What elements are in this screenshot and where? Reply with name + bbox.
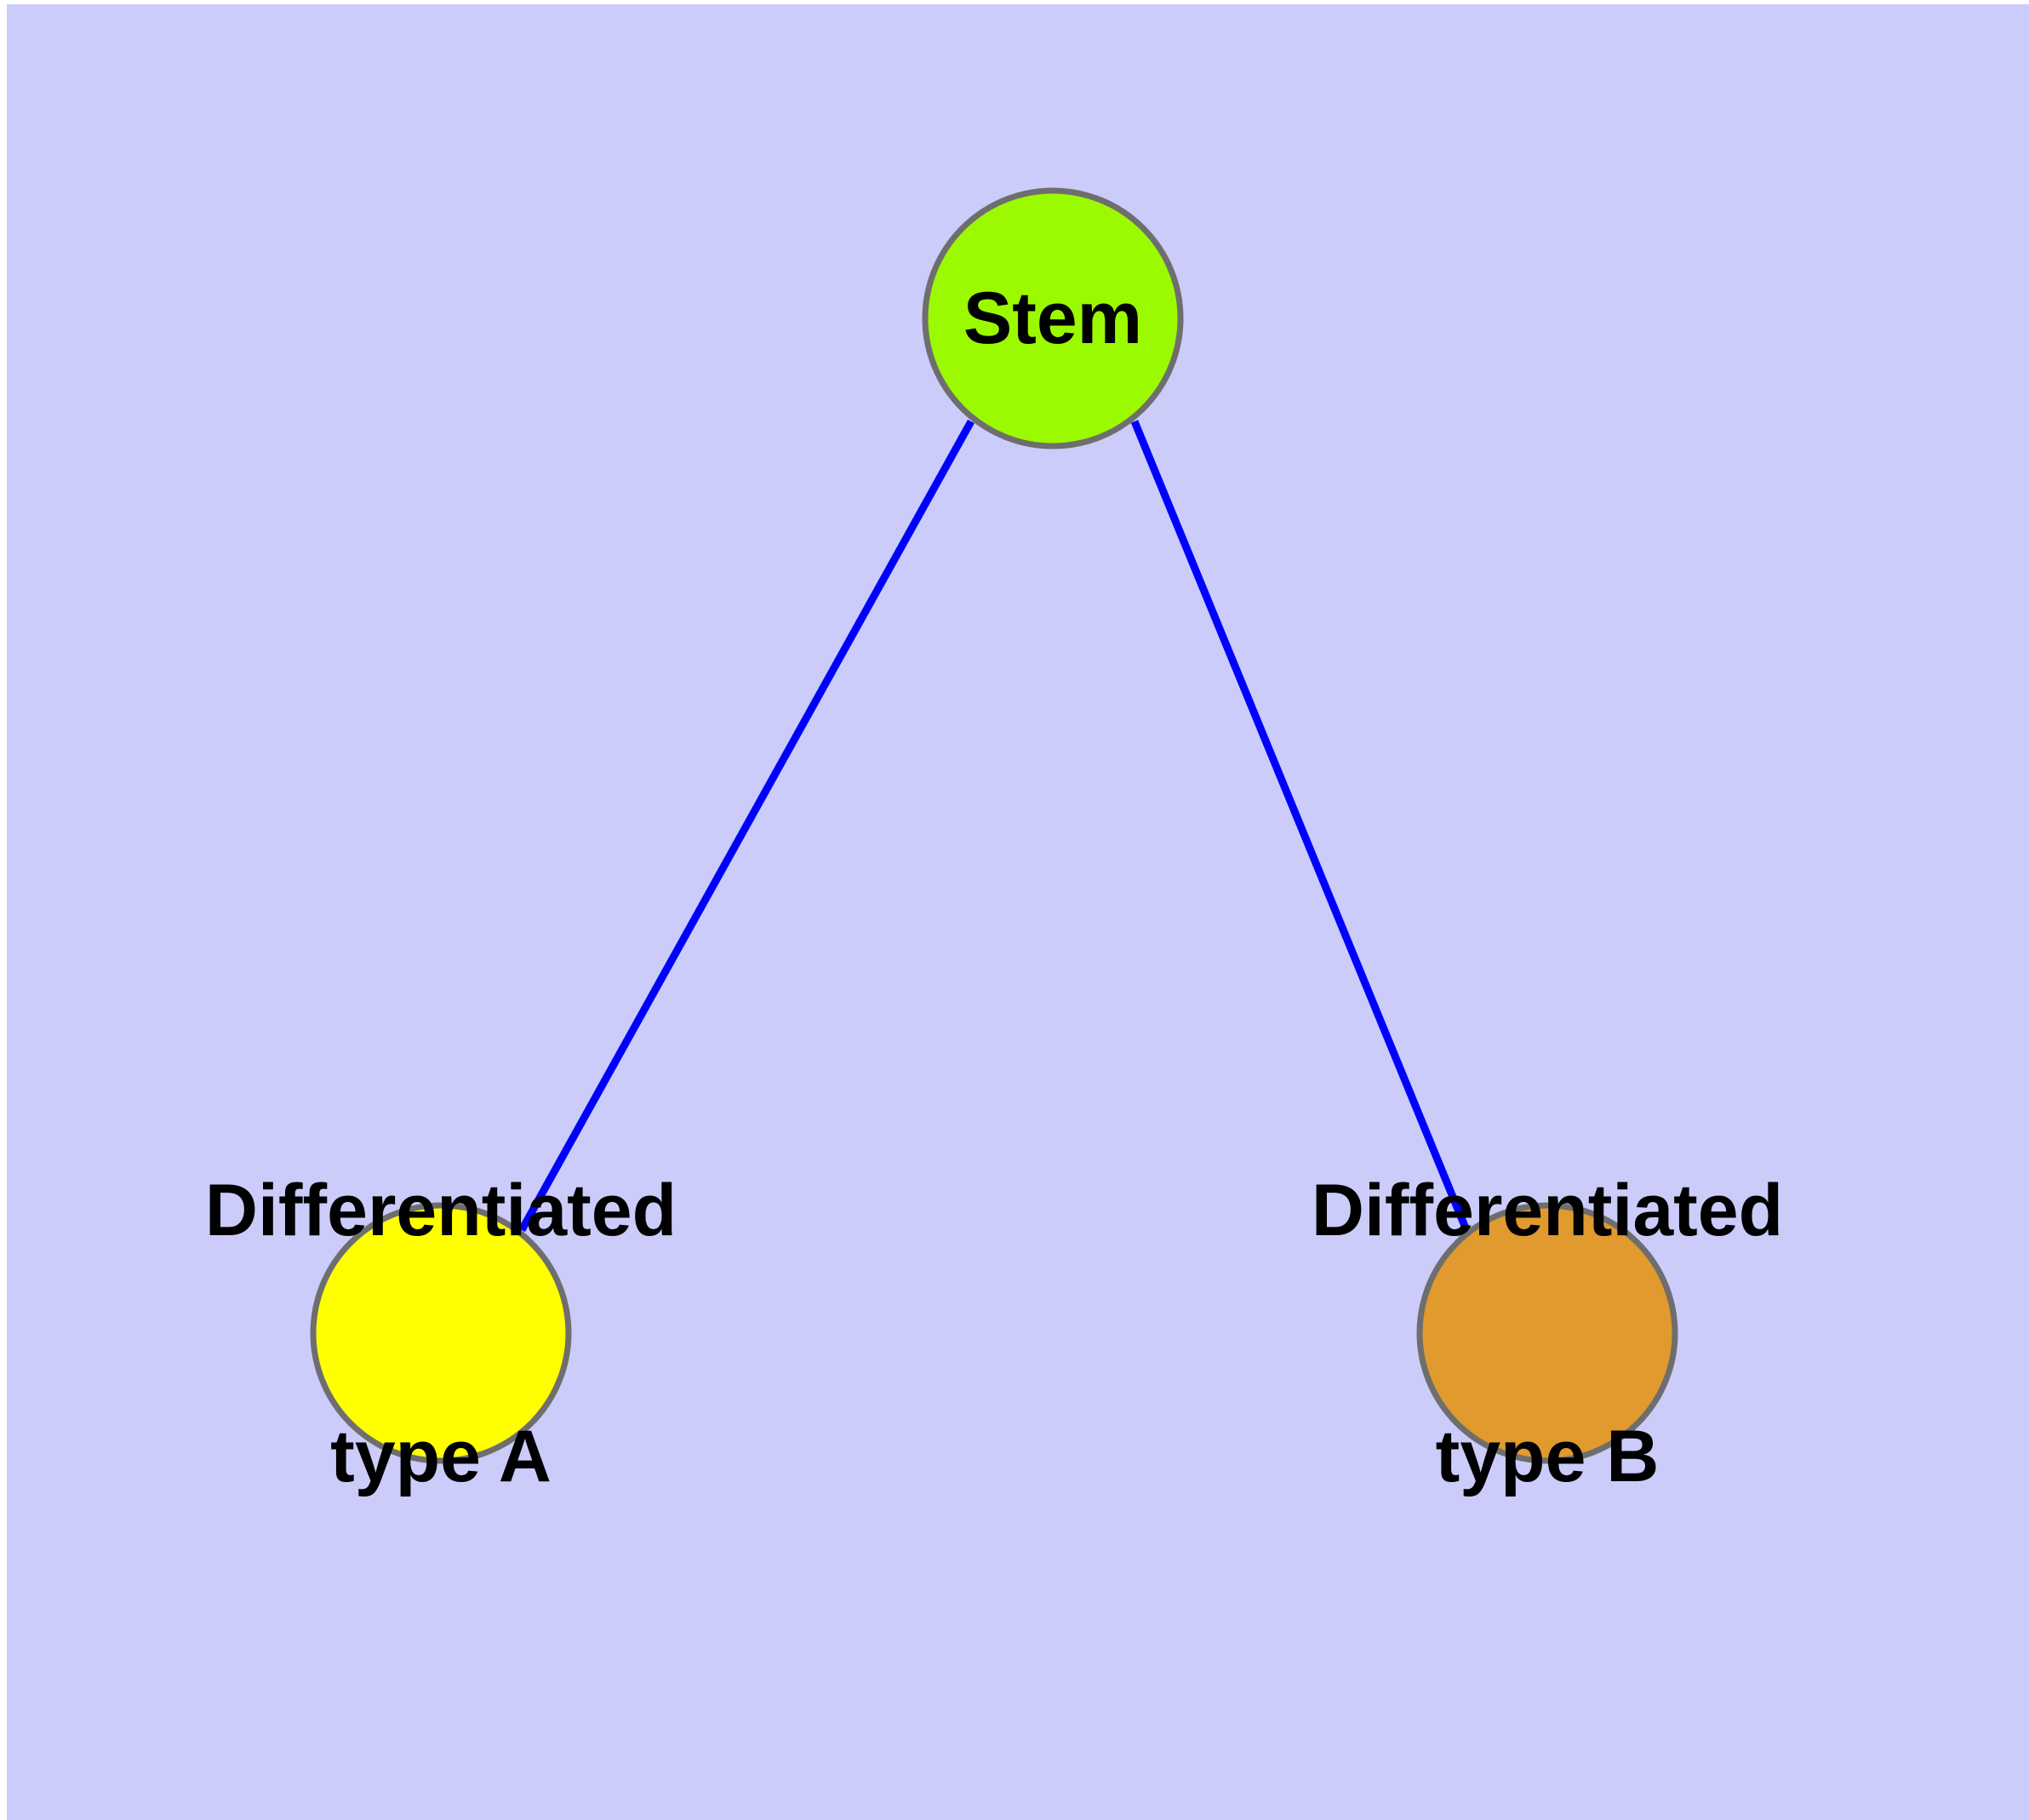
edge-stem-to-diff-a[interactable] xyxy=(518,419,974,1233)
node-layer xyxy=(310,187,1678,1464)
node-diff-b[interactable] xyxy=(1416,1202,1678,1464)
edge-layer xyxy=(518,419,1471,1233)
node-diff-a[interactable] xyxy=(310,1202,572,1464)
edge-stem-to-diff-b[interactable] xyxy=(1130,420,1471,1232)
node-stem[interactable] xyxy=(922,187,1184,449)
